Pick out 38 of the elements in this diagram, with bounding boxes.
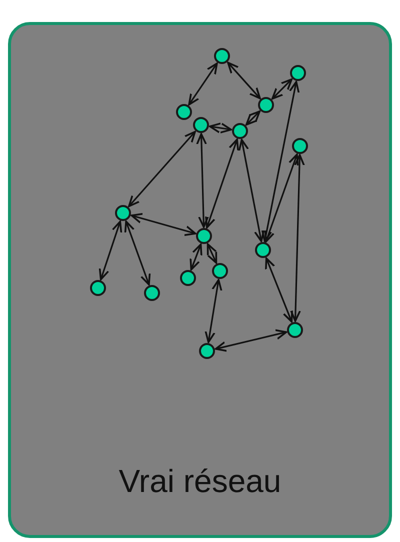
double-arrow [238,138,265,242]
double-arrow [130,213,196,236]
network-node [287,322,303,338]
double-arrow [209,122,232,134]
double-arrow [128,130,196,208]
network-node [193,117,209,133]
network-node [255,242,271,258]
network-node [232,123,248,139]
double-arrow [245,110,261,126]
network-card [8,22,392,538]
network-node [214,48,230,64]
double-arrow [290,154,305,322]
network-node [196,228,212,244]
double-arrow [214,329,288,352]
network-node [180,270,196,286]
network-node [258,97,274,113]
double-arrow [124,220,151,286]
network-node [212,263,228,279]
double-arrow [265,257,293,323]
double-arrow [205,138,239,228]
double-arrow [206,243,218,264]
network-node [144,285,160,301]
double-arrow [98,220,122,280]
double-arrow [204,278,222,344]
network-node [199,343,215,359]
double-arrow [196,133,209,228]
network-node [115,205,131,221]
network-node [176,104,192,120]
double-arrow [264,154,299,242]
double-arrow [188,62,218,106]
network-node [290,65,306,81]
network-node [90,280,106,296]
double-arrow [227,62,261,100]
double-arrow [271,78,293,100]
double-arrow [190,244,202,270]
double-arrow [261,80,300,242]
network-node [292,138,308,154]
card-title: Vrai réseau [118,462,282,501]
